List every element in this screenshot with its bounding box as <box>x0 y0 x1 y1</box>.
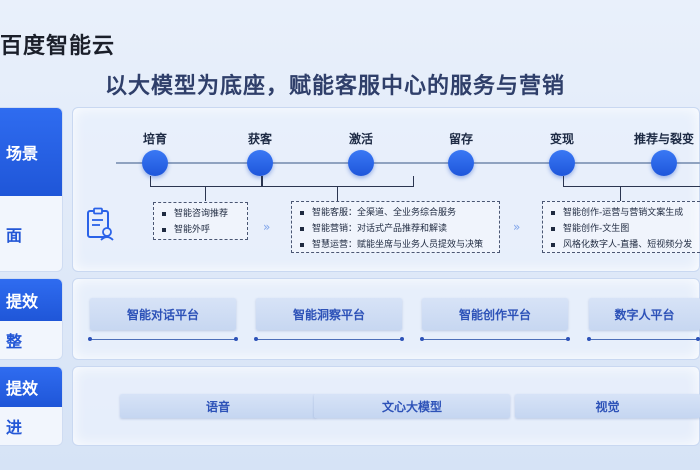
platform-underline <box>587 337 700 341</box>
timeline-line <box>116 162 700 164</box>
platform-card[interactable]: 数字人平台 <box>589 298 700 330</box>
feature-item: 风格化数字人-直播、短视频分发 <box>551 237 694 253</box>
stage-node[interactable] <box>247 150 273 176</box>
chevron-right-icon: » <box>513 220 521 234</box>
feature-item: 智能营销：对话式产品推荐和解读 <box>300 221 493 237</box>
feature-item: 智能创作-运营与营销文案生成 <box>551 205 694 221</box>
stage-node[interactable] <box>651 150 677 176</box>
sidebar-section-foundation[interactable]: 提效 进 <box>0 366 63 446</box>
group-box: 智能客服：全渠道、全业务综合服务 智能营销：对话式产品推荐和解读 智慧运营：赋能… <box>291 201 500 253</box>
stage-node[interactable] <box>448 150 474 176</box>
sidebar-label-top: 提效 <box>0 367 62 407</box>
sidebar-label-top: 场景 <box>0 108 62 196</box>
clipboard-person-icon <box>87 207 114 241</box>
sidebar-label-bottom: 整 <box>6 332 23 351</box>
group-box: 智能创作-运营与营销文案生成 智能创作-文生图 风格化数字人-直播、短视频分发 <box>542 201 700 253</box>
stage-label: 推荐与裂变 <box>633 132 695 146</box>
foundation-card[interactable]: 文心大模型 <box>314 394 510 418</box>
feature-item: 智能咨询推荐 <box>162 206 241 222</box>
brand-logo: 百度智能云 <box>0 34 116 59</box>
page-title: 以大模型为底座，赋能客服中心的服务与营销 <box>105 74 566 99</box>
feature-item: 智能外呼 <box>162 222 241 238</box>
chevron-right-icon: » <box>263 220 271 234</box>
sidebar-section-scenes[interactable]: 场景 面 <box>0 107 63 272</box>
bracket-stem <box>620 186 621 201</box>
group-bracket <box>262 176 414 187</box>
stage-node[interactable] <box>549 150 575 176</box>
platform-underline <box>88 337 238 341</box>
stage-node[interactable] <box>348 150 374 176</box>
group-box: 智能咨询推荐 智能外呼 <box>153 202 248 240</box>
sidebar-label-bottom: 面 <box>6 225 23 245</box>
stage-label: 激活 <box>348 132 374 146</box>
stage-label: 获客 <box>247 132 273 146</box>
stage-node[interactable] <box>142 150 168 176</box>
group-bracket <box>150 176 262 187</box>
group-bracket <box>563 176 700 187</box>
bracket-stem <box>205 186 206 201</box>
platform-card[interactable]: 智能对话平台 <box>90 298 236 330</box>
foundation-card[interactable]: 视觉 <box>515 394 700 418</box>
feature-item: 智能创作-文生图 <box>551 221 694 237</box>
feature-item: 智能客服：全渠道、全业务综合服务 <box>300 205 493 221</box>
platform-underline <box>420 337 570 341</box>
platform-card[interactable]: 智能洞察平台 <box>256 298 402 330</box>
stage-label: 变现 <box>549 132 575 146</box>
platform-underline <box>254 337 404 341</box>
foundation-card[interactable]: 语音 <box>120 394 316 418</box>
platform-card[interactable]: 智能创作平台 <box>422 298 568 330</box>
sidebar-section-efficiency[interactable]: 提效 整 <box>0 278 63 360</box>
stage-label: 培育 <box>142 132 168 146</box>
bracket-stem <box>337 186 338 201</box>
feature-item: 智慧运营：赋能坐席与业务人员提效与决策 <box>300 237 493 253</box>
stage-label: 留存 <box>448 132 474 146</box>
sidebar-label-top: 提效 <box>0 279 62 321</box>
sidebar-label-bottom: 进 <box>6 418 23 437</box>
